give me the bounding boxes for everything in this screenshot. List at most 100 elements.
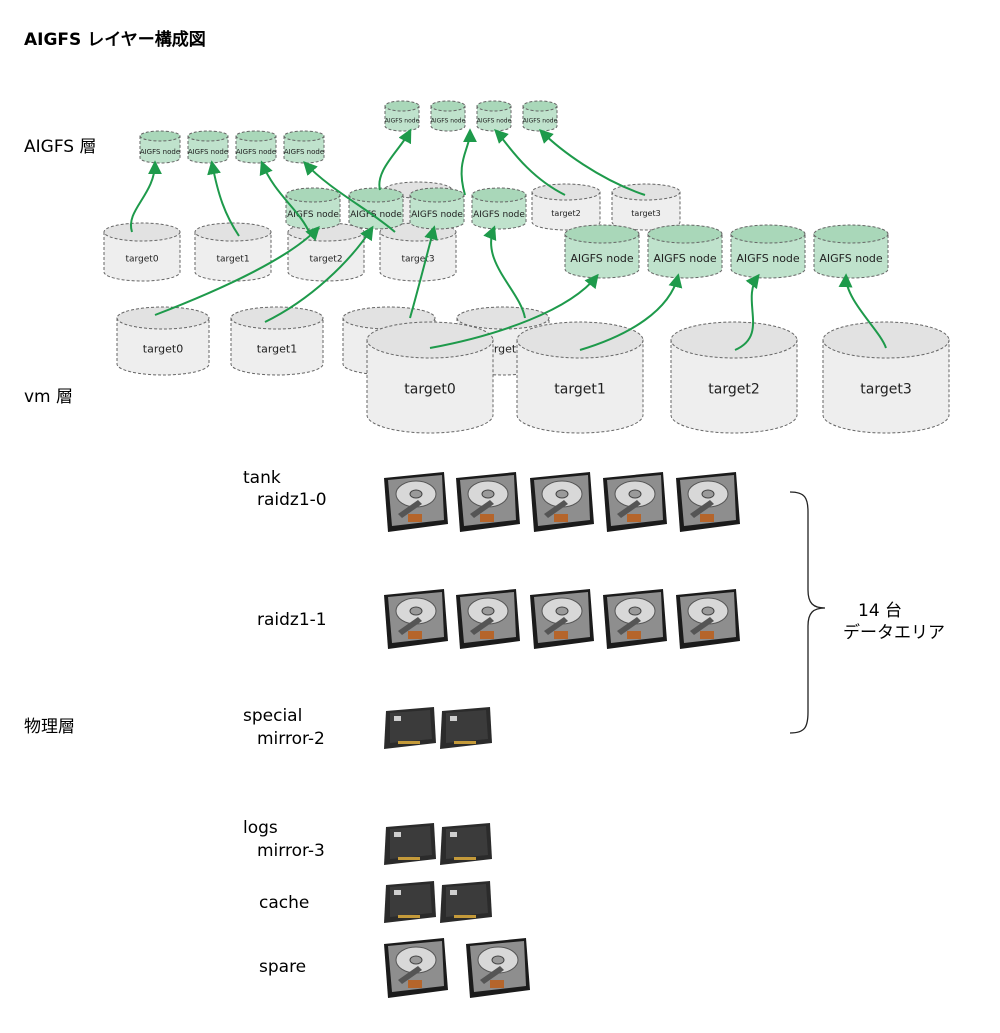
aigfs-node-small-3: AIGFS node <box>283 130 325 164</box>
aigfs-node-small-0: AIGFS node <box>139 130 181 164</box>
node-arrow-5 <box>539 129 646 196</box>
aigfs-node-mid-2-label: AIGFS node <box>411 210 463 220</box>
hdd-icon-raidz1-1-3 <box>603 589 667 649</box>
vm-target-medium-1: target1 <box>230 306 324 376</box>
aigfs-node-large-1: AIGFS node <box>647 224 723 279</box>
aigfs-layer-label: AIGFS 層 <box>24 137 97 157</box>
ssd-icon-special-1 <box>440 707 492 749</box>
vdev-label-mirror-3: mirror-3 <box>257 841 325 861</box>
vm-target-small-1-label: target1 <box>216 255 249 265</box>
data-area-brace <box>789 491 826 734</box>
vm-layer-label: vm 層 <box>24 387 73 407</box>
aigfs-node-mid-1: AIGFS node <box>348 187 404 230</box>
aigfs-node-tiny-2-label: AIGFS node <box>477 118 512 125</box>
vm-target-small-1: target1 <box>194 222 272 282</box>
vm-target-large-2: target2 <box>670 321 798 434</box>
aigfs-node-small-1-label: AIGFS node <box>188 148 228 156</box>
node-arrow-3 <box>303 160 396 233</box>
node-arrow-11 <box>483 225 526 319</box>
aigfs-node-mid-2: AIGFS node <box>409 187 465 230</box>
diagram-title: AIGFS レイヤー構成図 <box>24 29 206 50</box>
aigfs-node-large-0: AIGFS node <box>564 224 640 279</box>
aigfs-node-mid-0-label: AIGFS node <box>287 210 339 220</box>
aigfs-node-large-0-label: AIGFS node <box>570 252 634 265</box>
node-arrow-1 <box>207 160 240 237</box>
aigfs-node-mid-0: AIGFS node <box>285 187 341 230</box>
aigfs-node-tiny-1: AIGFS node <box>430 100 466 132</box>
ssd-icon-logs-1 <box>440 823 492 865</box>
aigfs-node-small-3-label: AIGFS node <box>284 148 324 156</box>
aigfs-node-mid-1-label: AIGFS node <box>350 210 402 220</box>
vm-target-large-2-label: target2 <box>708 381 759 397</box>
pool-label-tank: tank <box>243 468 281 488</box>
vdev-label-raidz1-1: raidz1-1 <box>257 610 327 630</box>
ssd-icon-cache-1 <box>440 881 492 923</box>
vm-target-medium-1-label: target1 <box>257 342 297 355</box>
hdd-icon-raidz1-1-1 <box>456 589 520 649</box>
vm-target-large-1: target1 <box>516 321 644 434</box>
brace-count-label: 14 台 <box>858 601 902 621</box>
vm-target-medium-0: target0 <box>116 306 210 376</box>
vm-target-back-3-label: target3 <box>631 209 660 218</box>
vm-target-back-2-label: target2 <box>551 209 580 218</box>
node-arrow-15 <box>838 273 887 349</box>
vm-target-large-0-label: target0 <box>404 381 455 397</box>
hdd-icon-raidz1-1-4 <box>676 589 740 649</box>
vm-target-small-2-label: target2 <box>309 255 342 265</box>
vm-target-medium-0-label: target0 <box>143 342 183 355</box>
aigfs-node-tiny-1-label: AIGFS node <box>431 118 466 125</box>
vm-target-small-3: target3 <box>379 222 457 282</box>
node-arrow-12 <box>429 273 599 349</box>
ssd-icon-logs-0 <box>384 823 436 865</box>
aigfs-node-tiny-0-label: AIGFS node <box>385 118 420 125</box>
aigfs-node-tiny-3: AIGFS node <box>522 100 558 132</box>
hdd-icon-raidz1-0-3 <box>603 472 667 532</box>
vm-target-large-3: target3 <box>822 321 950 434</box>
hdd-icon-raidz1-1-2 <box>530 589 594 649</box>
ssd-icon-special-0 <box>384 707 436 749</box>
brace-area-label: データエリア <box>843 622 945 643</box>
vdev-label-spare: spare <box>259 957 306 977</box>
aigfs-node-large-3: AIGFS node <box>813 224 889 279</box>
aigfs-node-large-2: AIGFS node <box>730 224 806 279</box>
physical-layer-label: 物理層 <box>24 717 75 737</box>
vm-target-large-1-label: target1 <box>554 381 605 397</box>
vm-target-small-2: target2 <box>287 222 365 282</box>
node-arrow-4 <box>494 129 566 196</box>
node-arrow-9 <box>264 225 374 323</box>
vm-target-small-3-label: target3 <box>401 255 434 265</box>
connection-arrows <box>129 128 887 351</box>
ssd-icon-cache-0 <box>384 881 436 923</box>
aigfs-node-large-3-label: AIGFS node <box>819 252 883 265</box>
aigfs-node-tiny-3-label: AIGFS node <box>523 118 558 125</box>
aigfs-node-small-0-label: AIGFS node <box>140 148 180 156</box>
node-arrow-6 <box>460 128 477 196</box>
aigfs-node-mid-3-label: AIGFS node <box>473 210 525 220</box>
hdd-icon-spare-0 <box>384 938 448 998</box>
hdd-icon-spare-1 <box>466 938 530 998</box>
pool-label-special: special <box>243 706 302 726</box>
vdev-label-cache: cache <box>259 893 309 913</box>
hdd-icon-raidz1-1-0 <box>384 589 448 649</box>
vdev-label-raidz1-0: raidz1-0 <box>257 490 327 510</box>
vm-target-small-0: target0 <box>103 222 181 282</box>
aigfs-node-tiny-0: AIGFS node <box>384 100 420 132</box>
aigfs-node-large-1-label: AIGFS node <box>653 252 717 265</box>
hdd-icon-raidz1-0-4 <box>676 472 740 532</box>
aigfs-node-small-1: AIGFS node <box>187 130 229 164</box>
pool-label-logs: logs <box>243 818 278 838</box>
vm-target-large-0: target0 <box>366 321 494 434</box>
aigfs-node-small-2-label: AIGFS node <box>236 148 276 156</box>
node-arrow-8 <box>154 225 320 316</box>
aigfs-node-large-2-label: AIGFS node <box>736 252 800 265</box>
hdd-icon-raidz1-0-2 <box>530 472 594 532</box>
node-arrow-0 <box>129 160 162 233</box>
hdd-icon-raidz1-0-0 <box>384 472 448 532</box>
aigfs-node-mid-3: AIGFS node <box>471 187 527 230</box>
hdd-icon-raidz1-0-1 <box>456 472 520 532</box>
physical-disks <box>384 472 740 998</box>
vm-target-large-3-label: target3 <box>860 381 911 397</box>
node-arrow-7 <box>378 128 412 191</box>
